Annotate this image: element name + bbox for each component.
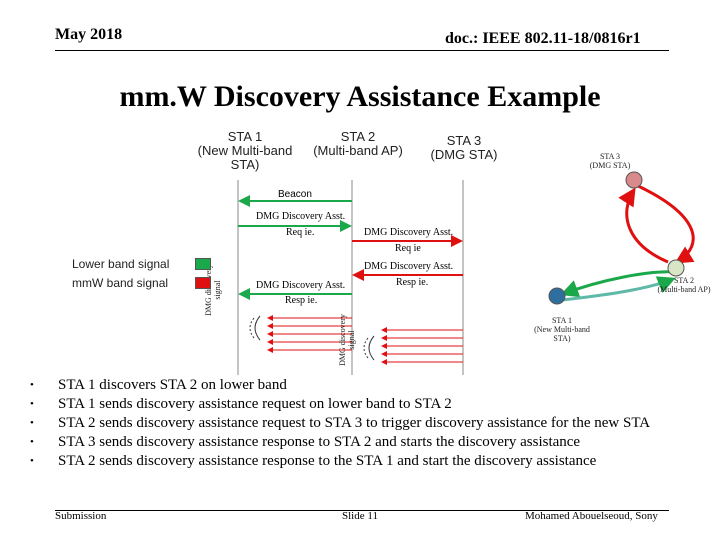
topology-diagram [548, 171, 695, 305]
sta3-node [625, 171, 643, 189]
topology-sta2-label: STA 2 (Multi-band AP) [654, 276, 714, 294]
topology-sta3-label: STA 3 (DMG STA) [585, 152, 635, 170]
req1-label: DMG Discovery Asst. [256, 211, 346, 222]
topology-red-arc-2 [618, 187, 669, 264]
bullet-text: STA 2 sends discovery assistance respons… [58, 453, 597, 469]
bullet-text: STA 3 sends discovery assistance respons… [58, 434, 581, 450]
topology-green-arc-1 [560, 270, 677, 298]
topology-red-arc-1 [635, 183, 695, 264]
bullet-item: •STA 2 sends discovery assistance reques… [30, 415, 651, 431]
topology-sta2-desc: (Multi-band AP) [657, 285, 711, 294]
bullet-item: •STA 3 sends discovery assistance respon… [30, 434, 581, 450]
legend-mmw-band-swatch [195, 277, 211, 289]
footer-author: Mohamed Abouelseoud, Sony [525, 510, 658, 522]
bullet-item: •STA 1 sends discovery assistance reques… [30, 396, 452, 412]
sta1-name: STA 1 [227, 129, 263, 144]
bullet-text: STA 2 sends discovery assistance request… [58, 415, 651, 431]
req2-label: DMG Discovery Asst. [364, 227, 454, 238]
sta1-desc-2: STA) [230, 157, 260, 172]
legend-lower-band-label: Lower band signal [72, 257, 170, 271]
sta2-desc: (Multi-band AP) [313, 143, 403, 158]
legend-mmw-band-label: mmW band signal [72, 276, 169, 290]
sta2-node [667, 259, 685, 277]
resp2-label-2: Resp ie. [285, 295, 318, 306]
header-rule [55, 50, 669, 51]
footer-submission: Submission [55, 510, 107, 522]
footer-slide-number: Slide 11 [342, 510, 378, 522]
bullet-item: •STA 1 discovers STA 2 on lower band [30, 377, 287, 393]
req2-label-2: Req ie [395, 243, 421, 254]
header-date: May 2018 [55, 26, 123, 43]
req1-label-2: Req ie. [286, 227, 315, 238]
dmg-signal-label-right: DMG discovery signal [338, 314, 356, 366]
legend-lower-band-swatch [195, 258, 211, 270]
sta2-name: STA 2 [340, 129, 376, 144]
beacon-label: Beacon [278, 189, 312, 200]
sta2-label: STA 2 (Multi-band AP) [308, 130, 408, 158]
sta3-desc: (DMG STA) [430, 147, 498, 162]
header-doc-id: doc.: IEEE 802.11-18/0816r1 [445, 30, 641, 47]
topology-green-arc-2 [561, 276, 676, 302]
bullet-item: •STA 2 sends discovery assistance respon… [30, 453, 597, 469]
resp3-label: DMG Discovery Asst. [364, 261, 454, 272]
resp3-label-2: Resp ie. [396, 277, 429, 288]
sta1-label: STA 1 (New Multi-band STA) [195, 130, 295, 172]
sta1-node [548, 287, 566, 305]
topology-sta2-name: STA 2 [673, 276, 695, 285]
bullet-text: STA 1 sends discovery assistance request… [58, 396, 452, 412]
resp2-label: DMG Discovery Asst. [256, 280, 346, 291]
bullet-text: STA 1 discovers STA 2 on lower band [58, 377, 287, 393]
topology-sta3-desc: (DMG STA) [589, 161, 631, 170]
topology-sta1-name: STA 1 [551, 316, 573, 325]
dmg-signal-block-right [363, 327, 463, 365]
dmg-signal-block-left [249, 315, 352, 353]
sta3-label: STA 3 (DMG STA) [420, 134, 508, 162]
footer-rule [55, 510, 669, 511]
slide-title: mm.W Discovery Assistance Example [119, 80, 601, 113]
topology-sta1-label: STA 1 (New Multi-band STA) [534, 316, 590, 343]
topology-sta1-desc: (New Multi-band [534, 325, 590, 334]
sta1-desc: (New Multi-band [197, 143, 293, 158]
sta3-name: STA 3 [446, 133, 482, 148]
bullet-list: •STA 1 discovers STA 2 on lower band •ST… [30, 376, 690, 471]
topology-sta1-desc-2: STA) [553, 334, 571, 343]
topology-sta3-name: STA 3 [599, 152, 621, 161]
